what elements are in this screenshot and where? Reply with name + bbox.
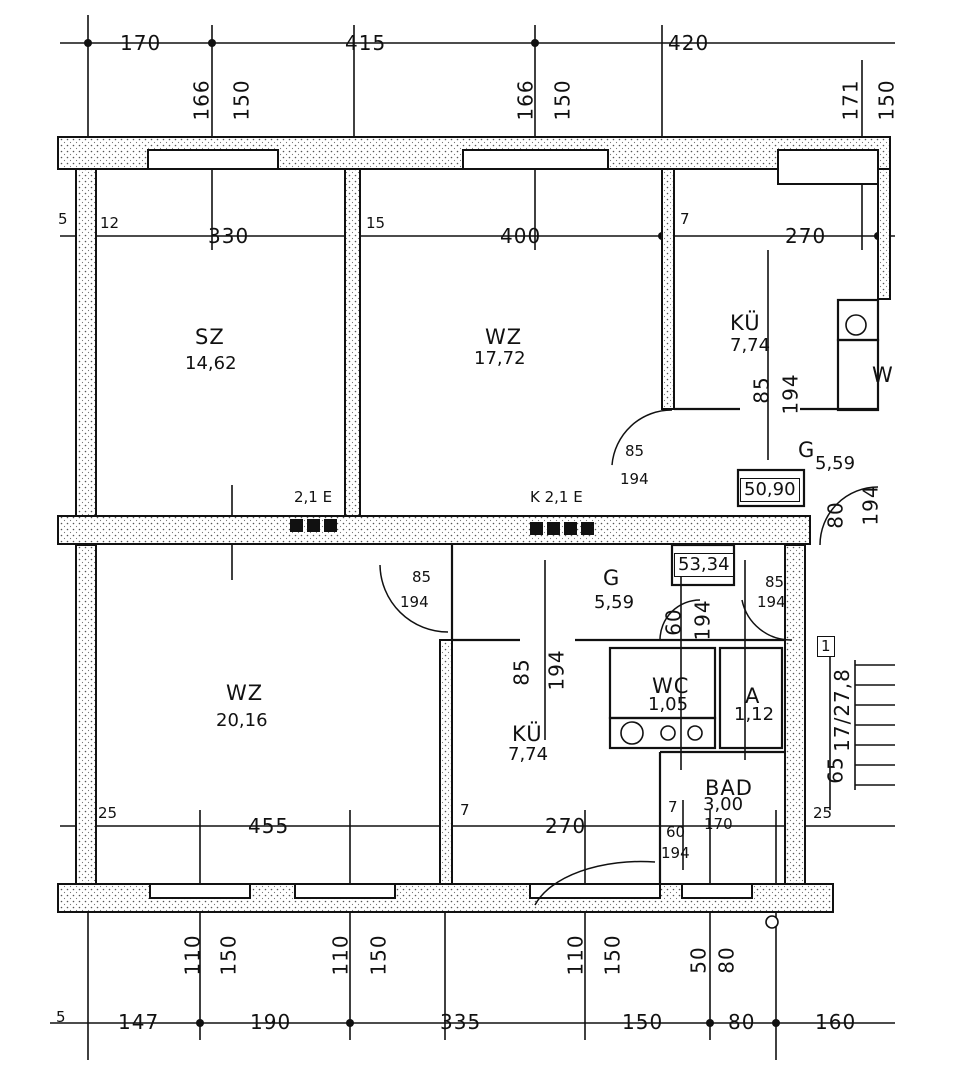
stair-number: 1 [817,636,835,657]
room-a-name: A [745,684,761,708]
dim-top-2: 415 [345,31,387,55]
interior-walls [450,298,880,884]
dim-window-top-6: 150 [874,79,899,121]
dim-bot-5: 150 [622,1010,664,1034]
room-w-top-name: W [872,363,894,387]
dim-window-bot-1: 110 [180,934,205,976]
room-ku-bottom-area: 7,74 [508,744,549,765]
stair-treads [854,660,895,790]
dim-window-bot-5: 110 [563,934,588,976]
dim-window-bot-2: 150 [216,934,241,976]
door-ku-top-width: 85 [749,376,774,404]
door-wz-bot-height: 194 [400,593,429,611]
door-wc-height: 194 [690,599,715,641]
door-bad-height: 194 [661,844,690,862]
dim-row1-7: 270 [785,224,827,248]
dim-row1-1: 5 [58,210,68,228]
dim-row1-2: 12 [100,214,120,232]
door-g-top-width: 85 [625,442,645,460]
door-ku-top-height: 194 [778,373,803,415]
dim-window-bot-6: 150 [600,934,625,976]
room-wc-name: WC [652,674,690,698]
room-wz-bottom-area: 20,16 [216,710,268,731]
door-a-height: 194 [757,593,786,611]
dim-window-bot-8: 80 [714,946,739,974]
room-wz-top-name: WZ [485,325,523,349]
dim-row1-3: 330 [208,224,250,248]
room-bad-area: 3,00 [703,794,744,815]
door-swings [379,409,879,906]
room-bad-name: BAD [705,776,753,800]
dim-bot-6: 80 [728,1010,756,1034]
wall-mark-left: 2,1 E [294,488,333,506]
bad-window-dim: 170 [704,815,733,833]
dim-bot-4: 335 [440,1010,482,1034]
dim-row2-6: 25 [813,804,833,822]
dim-row2-3: 7 [460,801,470,819]
walls [57,136,891,913]
dim-row1-4: 15 [366,214,386,232]
dim-window-top-3: 166 [513,79,538,121]
door-bad-width: 60 [666,823,686,841]
dim-window-top-5: 171 [838,79,863,121]
room-sz-top-name: SZ [195,325,225,349]
room-g-top-name: G [798,438,816,462]
door-wc-width: 60 [661,608,686,636]
room-sz-top-area: 14,62 [185,353,237,374]
room-a-area: 1,12 [734,704,775,725]
room-g-bottom-area: 5,59 [594,592,635,613]
door-corr-top-width: 80 [823,501,848,529]
stair-dim: 65 [823,756,848,784]
dim-top-1: 170 [120,31,162,55]
wall-mark-right: K 2,1 E [530,488,583,506]
door-g-top-height: 194 [620,470,649,488]
room-wz-bottom-name: WZ [226,681,264,705]
door-ku-bot-height: 194 [544,649,569,691]
room-ku-top-name: KÜ [730,311,761,335]
fixtures [620,314,867,929]
stair-steps: 17/27,8 [829,668,854,752]
chimney-blocks [290,519,594,535]
room-ku-top-area: 7,74 [730,335,771,356]
door-ku-bot-width: 85 [509,658,534,686]
dim-row2-4: 270 [545,814,587,838]
dim-window-top-2: 150 [229,79,254,121]
room-g-bottom-name: G [603,566,621,590]
dim-bot-7: 160 [815,1010,857,1034]
dim-bot-2: 147 [118,1010,160,1034]
room-wc-area: 1,05 [648,694,689,715]
dim-window-top-1: 166 [189,79,214,121]
room-g-top-area: 5,59 [815,453,856,474]
room-wz-top-area: 17,72 [474,348,526,369]
unit-total-top: 50,90 [740,478,800,502]
dim-row2-1: 25 [98,804,118,822]
unit-total-bottom: 53,34 [674,553,734,577]
dim-window-bot-7: 50 [686,946,711,974]
dim-window-bot-3: 110 [328,934,353,976]
dim-window-bot-4: 150 [366,934,391,976]
dim-row1-5: 400 [500,224,542,248]
dim-window-top-4: 150 [550,79,575,121]
dim-row2-5: 7 [668,798,678,816]
dim-row1-6: 7 [680,210,690,228]
door-wz-bot-width: 85 [412,568,432,586]
window-openings [147,149,879,899]
dim-bot-3: 190 [250,1010,292,1034]
door-corr-top-height: 194 [858,484,883,526]
dim-row2-2: 455 [248,814,290,838]
dim-bot-1: 5 [56,1008,66,1026]
dim-top-3: 420 [668,31,710,55]
door-a-width: 85 [765,573,785,591]
room-ku-bottom-name: KÜ [512,722,543,746]
